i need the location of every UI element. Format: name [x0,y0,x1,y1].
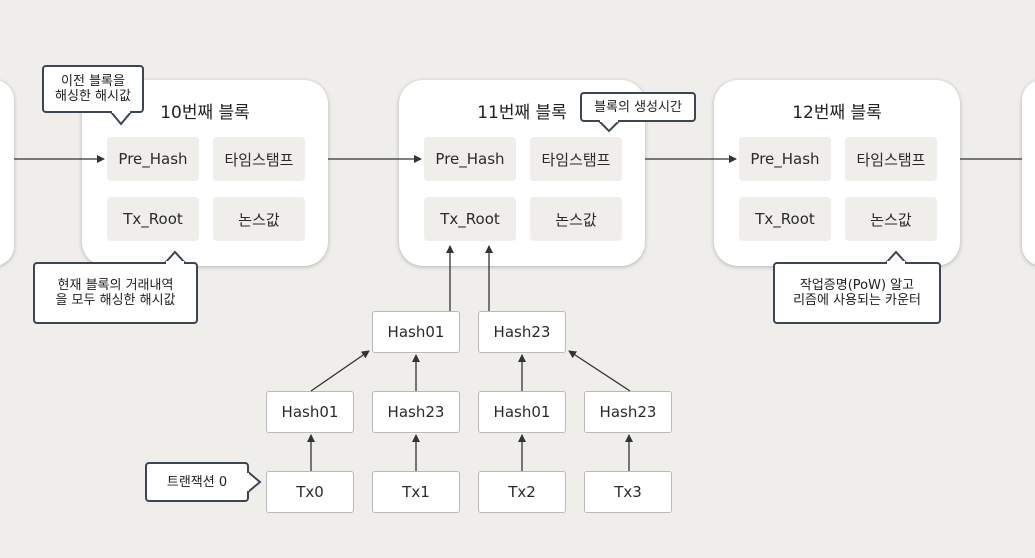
callout-nonce: 작업증명(PoW) 알고 리즘에 사용되는 카운터 [773,262,941,324]
block-12: 12번째 블록 Pre_Hash 타임스탬프 Tx_Root 논스값 [714,80,960,266]
callout-tx-root-tail [164,250,186,265]
tx-root-field: Tx_Root [107,197,199,241]
merkle-node-top-hash23: Hash23 [478,311,566,353]
callout-prev-hash: 이전 블록을 해싱한 해시값 [42,65,144,113]
callout-transaction-tail [246,471,262,493]
tree-arrow-mid-d-to-top [568,350,631,392]
callout-timestamp-tail [598,119,620,133]
transaction-node-tx3: Tx3 [584,471,672,513]
callout-tx-root: 현재 블록의 거래내역 을 모두 해싱한 해시값 [33,262,198,324]
pre-hash-field: Pre_Hash [739,137,831,181]
timestamp-field: 타임스탬프 [530,137,622,181]
nonce-field: 논스값 [845,197,937,241]
callout-nonce-tail [885,250,907,265]
merkle-node-mid-hash01-a: Hash01 [266,391,354,433]
nonce-field: 논스값 [530,197,622,241]
pre-hash-field: Pre_Hash [107,137,199,181]
previous-block-edge [0,80,14,266]
tx-root-field: Tx_Root [424,197,516,241]
transaction-node-tx1: Tx1 [372,471,460,513]
nonce-field: 논스값 [213,197,305,241]
timestamp-field: 타임스탬프 [845,137,937,181]
block-title: 11번째 블록 [477,103,567,123]
tx-root-field: Tx_Root [739,197,831,241]
merkle-node-mid-hash23-b: Hash23 [584,391,672,433]
timestamp-field: 타임스탬프 [213,137,305,181]
block-title: 10번째 블록 [160,103,250,123]
transaction-node-tx2: Tx2 [478,471,566,513]
merkle-node-mid-hash01-b: Hash01 [478,391,566,433]
tree-arrow-mid-a-to-top [310,350,370,392]
block-10: 10번째 블록 Pre_Hash 타임스탬프 Tx_Root 논스값 [82,80,328,266]
callout-prev-hash-tail [110,110,132,126]
block-title: 12번째 블록 [792,103,882,123]
pre-hash-field: Pre_Hash [424,137,516,181]
next-block-edge [1022,80,1035,266]
callout-timestamp: 블록의 생성시간 [580,92,696,122]
callout-transaction: 트랜잭션 0 [145,462,249,502]
transaction-node-tx0: Tx0 [266,471,354,513]
merkle-node-top-hash01: Hash01 [372,311,460,353]
merkle-node-mid-hash23-a: Hash23 [372,391,460,433]
